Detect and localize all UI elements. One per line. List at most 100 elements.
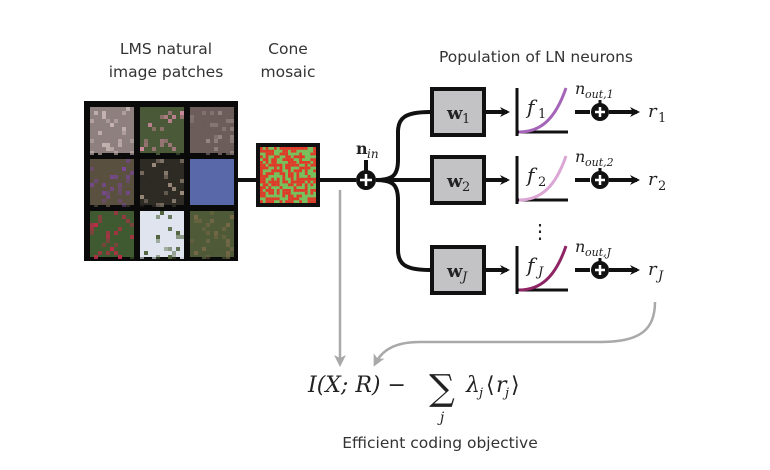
patch-pixel bbox=[102, 111, 106, 115]
patch-pixel bbox=[102, 115, 106, 119]
cone-l bbox=[313, 197, 316, 201]
patch-pixel bbox=[160, 167, 164, 171]
patch-pixel bbox=[202, 247, 206, 251]
patch-pixel bbox=[194, 127, 198, 131]
patch-pixel bbox=[140, 239, 144, 243]
cone-l bbox=[293, 186, 297, 189]
image-patch-red-flowers bbox=[90, 211, 134, 259]
image-patch-foliage bbox=[190, 211, 234, 259]
cone-l bbox=[290, 149, 294, 153]
patch-pixel bbox=[180, 159, 184, 163]
patch-pixel bbox=[114, 151, 118, 155]
cone-l bbox=[299, 169, 302, 173]
cone-l bbox=[296, 194, 300, 198]
image-patches-grid bbox=[84, 101, 238, 261]
patch-pixel bbox=[180, 235, 184, 239]
cone-l bbox=[296, 177, 300, 181]
patch-pixel bbox=[130, 171, 134, 175]
patch-pixel bbox=[164, 139, 168, 143]
patch-pixel bbox=[140, 255, 144, 259]
response-symbol: r bbox=[648, 101, 658, 122]
cone-l bbox=[271, 180, 274, 184]
patch-pixel bbox=[90, 147, 94, 151]
patch-pixel bbox=[190, 211, 194, 215]
cone-l bbox=[299, 189, 302, 192]
cone-l bbox=[293, 149, 297, 153]
cone-l bbox=[288, 189, 291, 192]
cone-l bbox=[279, 186, 283, 189]
input-noise-symbol: n bbox=[356, 139, 368, 158]
sum-index: j bbox=[437, 410, 445, 426]
patch-pixel bbox=[152, 179, 156, 183]
patch-pixel bbox=[110, 187, 114, 191]
patch-pixel bbox=[164, 191, 168, 195]
sum-symbol: ∑ bbox=[429, 368, 455, 409]
cone-l bbox=[285, 189, 288, 192]
cone-l bbox=[293, 189, 297, 192]
cone-l bbox=[260, 149, 263, 153]
patch-pixel bbox=[214, 139, 218, 143]
output-noise-symbol: n bbox=[575, 79, 585, 98]
patch-pixel bbox=[172, 187, 176, 191]
patch-pixel bbox=[140, 211, 144, 215]
patch-pixel bbox=[168, 255, 172, 259]
patch-pixel bbox=[156, 223, 160, 227]
cone-l bbox=[271, 169, 274, 173]
mosaic-title-line2: mosaic bbox=[261, 63, 316, 81]
patch-pixel bbox=[168, 119, 172, 123]
patch-pixel bbox=[226, 255, 230, 259]
lambda-subscript: j bbox=[476, 386, 483, 401]
cone-l bbox=[279, 163, 283, 167]
cone-l bbox=[260, 191, 263, 195]
patch-pixel bbox=[90, 231, 94, 235]
cone-l bbox=[299, 152, 302, 156]
patch-pixel bbox=[140, 195, 144, 199]
patch-pixel bbox=[160, 127, 164, 131]
cone-l bbox=[271, 149, 274, 153]
patch-pixel bbox=[172, 203, 176, 207]
patch-pixel bbox=[94, 183, 98, 187]
cone-l bbox=[268, 186, 272, 189]
cone-l bbox=[265, 161, 269, 164]
cone-l bbox=[296, 155, 300, 159]
patch-pixel bbox=[148, 123, 152, 127]
cone-l bbox=[265, 183, 269, 187]
patch-pixel bbox=[118, 187, 122, 191]
patch-pixel bbox=[214, 247, 218, 251]
patch-pixel bbox=[194, 215, 198, 219]
cone-l bbox=[293, 163, 297, 167]
cone-l bbox=[260, 189, 263, 192]
cone-l bbox=[276, 183, 280, 187]
patch-pixel bbox=[214, 147, 218, 151]
patch-pixel bbox=[176, 243, 180, 247]
patch-pixel bbox=[230, 131, 234, 135]
nonlinearity-curve bbox=[518, 155, 568, 202]
patch-pixel bbox=[90, 223, 94, 227]
patch-pixel bbox=[114, 211, 118, 215]
patch-pixel bbox=[210, 239, 214, 243]
patch-pixel bbox=[114, 243, 118, 247]
patch-pixel bbox=[156, 203, 160, 207]
cone-l bbox=[271, 191, 274, 195]
patch-pixel bbox=[152, 231, 156, 235]
patch-pixel bbox=[118, 227, 122, 231]
cone-l bbox=[310, 191, 314, 195]
patch-pixel bbox=[110, 247, 114, 251]
patch-pixel bbox=[164, 163, 168, 167]
cone-l bbox=[313, 152, 316, 156]
cone-l bbox=[288, 197, 291, 201]
patch-pixel bbox=[172, 175, 176, 179]
cone-l bbox=[265, 172, 269, 175]
patch-pixel bbox=[164, 231, 168, 235]
cone-l bbox=[260, 169, 263, 173]
patch-pixel bbox=[106, 143, 110, 147]
patch-pixel bbox=[106, 231, 110, 235]
patch-pixel bbox=[218, 247, 222, 251]
objective-mutual-info: I(X; R) − bbox=[307, 373, 406, 398]
patch-pixel bbox=[168, 227, 172, 231]
cone-l bbox=[276, 169, 280, 173]
patch-pixel bbox=[118, 127, 122, 131]
patch-pixel bbox=[144, 175, 148, 179]
patch-pixel bbox=[122, 119, 126, 123]
cone-l bbox=[262, 183, 266, 187]
